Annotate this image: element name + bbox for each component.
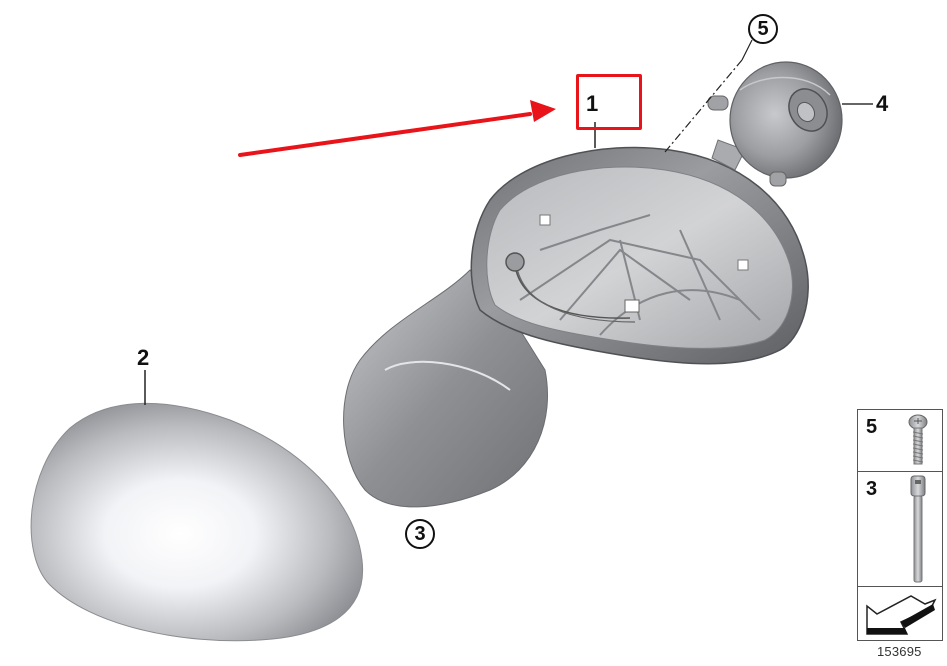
highlight-arrow: [238, 100, 556, 157]
callout-1-highlight-box: [576, 74, 642, 130]
legend-label: 5: [866, 416, 878, 438]
legend-label: 3: [866, 478, 878, 500]
callout-1[interactable]: 1: [586, 91, 599, 116]
callout-4[interactable]: 4: [876, 91, 889, 116]
legend-row-5: 5: [858, 410, 942, 472]
callout-2[interactable]: 2: [137, 345, 150, 370]
screw-icon: [908, 414, 928, 465]
turn-signal-lamp-part-4: [707, 61, 873, 187]
legend-row-3: 3: [858, 472, 942, 587]
small-parts-legend: 5 3: [857, 409, 943, 641]
bolt-icon: [910, 475, 926, 583]
callout-3[interactable]: 3: [405, 519, 435, 549]
legend-row-arrow: [858, 587, 942, 640]
direction-arrow-icon: [866, 595, 937, 635]
callout-5[interactable]: 5: [748, 14, 778, 44]
mirror-housing-part-1: [343, 122, 809, 508]
mirror-cap-part-2: [30, 402, 364, 642]
diagram-number: 153695: [877, 644, 922, 659]
